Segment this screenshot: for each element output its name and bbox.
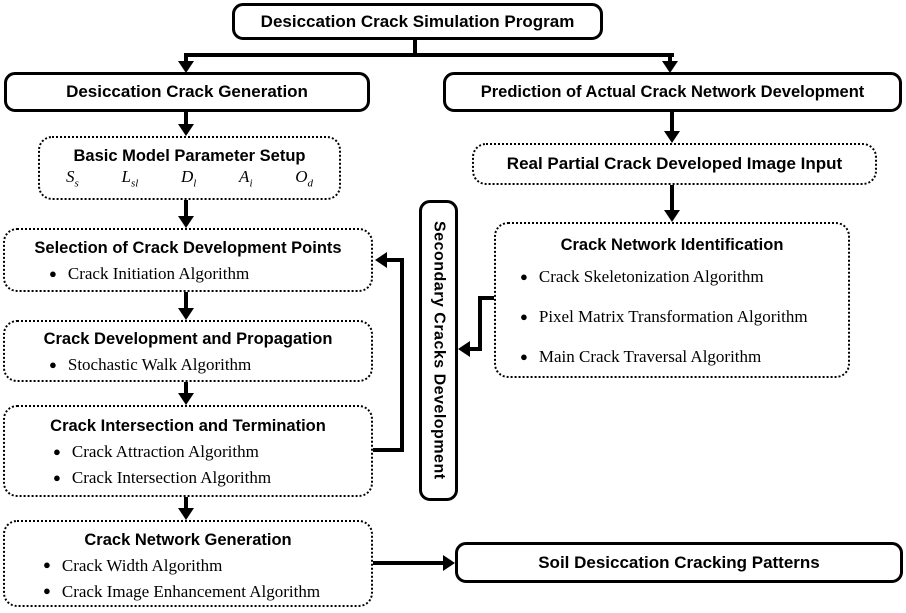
connector-identification-out: [478, 296, 496, 300]
arrowhead-generation-param: [178, 124, 194, 136]
node-generation-branch-label: Desiccation Crack Generation: [66, 82, 308, 101]
bullet-icon: ●: [49, 266, 57, 281]
node-identification: Crack Network Identification ● Crack Ske…: [494, 222, 850, 378]
arrowhead-to-prediction: [662, 61, 678, 73]
list-item: ● Crack Intersection Algorithm: [53, 465, 371, 491]
list-item: ● Crack Attraction Algorithm: [53, 439, 371, 465]
connector-identification-down: [478, 296, 482, 351]
arrowhead-development-intersection: [178, 393, 194, 405]
list-item: ● Crack Initiation Algorithm: [49, 261, 371, 287]
bullet-icon: ●: [520, 269, 528, 284]
list-item-label: Crack Width Algorithm: [61, 555, 223, 575]
arrowhead-param-selection: [178, 216, 194, 228]
bullet-icon: ●: [49, 357, 57, 372]
node-generation-branch: Desiccation Crack Generation: [4, 72, 370, 112]
node-prediction-branch: Prediction of Actual Crack Network Devel…: [443, 72, 902, 112]
connector-generation-patterns: [373, 561, 445, 565]
bullet-icon: ●: [53, 444, 61, 459]
param-symbol: Od: [295, 167, 313, 190]
arrowhead-to-generation: [178, 61, 194, 73]
connector-feedback-bottom: [373, 448, 404, 452]
list-item-label: Crack Initiation Algorithm: [67, 264, 250, 283]
node-intersection-title: Crack Intersection and Termination: [50, 417, 326, 435]
arrowhead-to-secondary: [458, 341, 470, 357]
node-development: Crack Development and Propagation ● Stoc…: [3, 320, 373, 382]
node-program-label: Desiccation Crack Simulation Program: [260, 11, 575, 31]
list-item-label: Pixel Matrix Transformation Algorithm: [538, 307, 808, 326]
bullet-icon: ●: [43, 557, 51, 572]
arrowhead-generation-patterns: [443, 555, 455, 571]
node-program: Desiccation Crack Simulation Program: [232, 3, 603, 40]
node-secondary-label: Secondary Cracks Development: [430, 221, 448, 480]
node-identification-title: Crack Network Identification: [560, 236, 784, 254]
list-item-label: Main Crack Traversal Algorithm: [538, 347, 762, 366]
connector-intersection-generation: [184, 497, 188, 509]
node-secondary: Secondary Cracks Development: [419, 200, 458, 501]
connector-prediction-imageinput: [670, 112, 674, 132]
param-symbol: Dl: [181, 167, 197, 190]
node-development-title: Crack Development and Propagation: [43, 330, 333, 348]
bullet-icon: ●: [43, 583, 51, 598]
node-patterns: Soil Desiccation Cracking Patterns: [455, 542, 903, 583]
node-selection: Selection of Crack Development Points ● …: [3, 228, 373, 292]
connector-branch-line: [184, 53, 674, 57]
node-selection-title: Selection of Crack Development Points: [34, 239, 342, 257]
arrowhead-intersection-generation: [178, 508, 194, 520]
connector-param-selection: [184, 200, 188, 217]
connector-development-intersection: [184, 382, 188, 394]
connector-program-stub: [413, 39, 417, 55]
list-item: ● Main Crack Traversal Algorithm: [520, 344, 848, 370]
connector-to-prediction: [668, 53, 672, 62]
bullet-icon: ●: [520, 309, 528, 324]
list-item: ● Crack Image Enhancement Algorithm: [43, 578, 371, 604]
node-prediction-branch-label: Prediction of Actual Crack Network Devel…: [480, 82, 865, 101]
node-image-input-label: Real Partial Crack Developed Image Input: [506, 154, 843, 173]
param-symbol: Lsl: [121, 167, 139, 190]
connector-identification-in: [468, 347, 482, 351]
list-item-label: Crack Image Enhancement Algorithm: [61, 581, 321, 601]
list-item: ● Crack Width Algorithm: [43, 552, 371, 578]
list-item: ● Stochastic Walk Algorithm: [49, 352, 371, 378]
node-intersection: Crack Intersection and Termination ● Cra…: [3, 405, 373, 497]
arrowhead-feedback-selection: [375, 252, 387, 268]
list-item-label: Crack Intersection Algorithm: [71, 468, 272, 487]
node-patterns-label: Soil Desiccation Cracking Patterns: [538, 552, 820, 572]
arrowhead-imageinput-identification: [664, 210, 680, 222]
param-symbols-row: Ss Lsl Dl Ai Od: [40, 167, 339, 189]
connector-selection-development: [184, 292, 188, 309]
node-param-setup-title: Basic Model Parameter Setup: [73, 147, 306, 165]
bullet-icon: ●: [520, 349, 528, 364]
connector-to-generation: [184, 53, 188, 62]
arrowhead-prediction-imageinput: [664, 131, 680, 143]
connector-generation-param: [184, 112, 188, 126]
node-param-setup: Basic Model Parameter Setup Ss Lsl Dl Ai…: [38, 136, 341, 200]
connector-feedback-vertical: [400, 258, 404, 452]
list-item: ● Pixel Matrix Transformation Algorithm: [520, 304, 848, 330]
node-image-input: Real Partial Crack Developed Image Input: [472, 143, 877, 185]
list-item-label: Crack Skeletonization Algorithm: [538, 267, 764, 286]
node-network-generation: Crack Network Generation ● Crack Width A…: [3, 520, 373, 607]
arrowhead-selection-development: [178, 308, 194, 320]
list-item-label: Crack Attraction Algorithm: [71, 442, 259, 461]
list-item-label: Stochastic Walk Algorithm: [67, 355, 252, 374]
connector-imageinput-identification: [670, 185, 674, 211]
node-network-generation-title: Crack Network Generation: [84, 531, 292, 549]
list-item: ● Crack Skeletonization Algorithm: [520, 264, 848, 290]
param-symbol: Ss: [66, 167, 79, 190]
bullet-icon: ●: [53, 470, 61, 485]
connector-feedback-top: [386, 258, 404, 262]
param-symbol: Ai: [239, 167, 253, 190]
